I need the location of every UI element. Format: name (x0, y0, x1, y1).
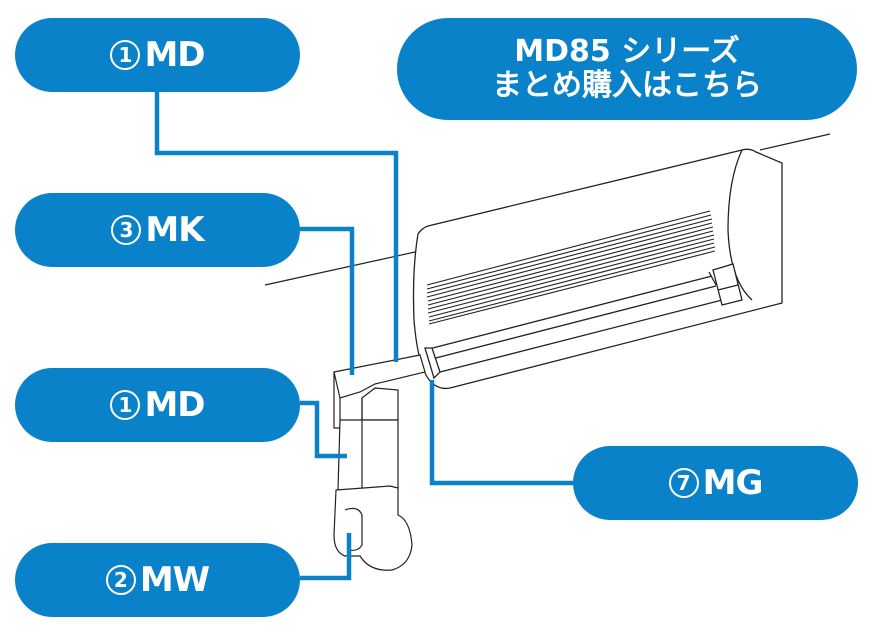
leader-mg (429, 380, 573, 486)
circled-number-icon: 3 (111, 215, 142, 245)
callout-label: MW (139, 560, 210, 600)
circled-number-icon: 2 (105, 565, 136, 595)
wall-line (264, 133, 831, 286)
leader-mk (300, 226, 355, 375)
callout-leader-lines (154, 92, 573, 581)
series-button-line2: まとめ購入はこちら (492, 68, 762, 103)
callout-md-top-button[interactable]: 1 MD (15, 18, 300, 92)
circled-number-icon: 1 (110, 390, 141, 420)
callout-mg-button[interactable]: 7 MG (573, 446, 858, 520)
leader-mw (300, 533, 352, 581)
callout-label: MK (145, 210, 204, 250)
air-conditioner-grille (426, 210, 716, 325)
circled-number-icon: 1 (110, 40, 141, 70)
callout-label: MG (702, 463, 764, 503)
leader-md-mid (300, 400, 347, 459)
callout-label: MD (144, 35, 205, 75)
leader-md-top (154, 92, 399, 362)
circled-number-icon: 7 (668, 468, 699, 498)
series-button-line1: MD85 シリーズ (514, 33, 740, 69)
callout-mw-button[interactable]: 2 MW (15, 543, 300, 617)
callout-mk-button[interactable]: 3 MK (15, 193, 300, 267)
callout-md-mid-button[interactable]: 1 MD (15, 368, 300, 442)
callout-label: MD (144, 385, 205, 425)
piping-duct (333, 354, 426, 571)
series-bulk-purchase-button[interactable]: MD85 シリーズ まとめ購入はこちら (397, 18, 857, 120)
